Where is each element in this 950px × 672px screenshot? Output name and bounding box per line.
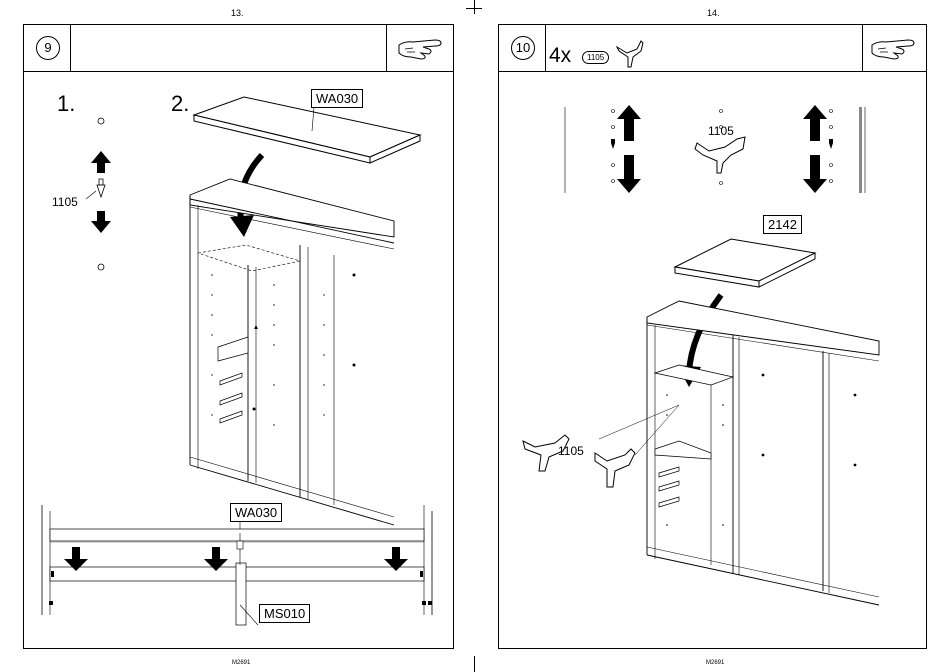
- shelf-support-icon: [615, 39, 645, 69]
- left-header: 9: [24, 25, 453, 72]
- shelf-detail-diagram: [24, 505, 444, 625]
- support-position-diagram: [499, 101, 919, 211]
- quantity-part-badge: 1105: [582, 51, 609, 64]
- step-number: 10: [511, 36, 535, 60]
- crop-mark-top: [474, 0, 475, 14]
- part-label-ms010: MS010: [259, 604, 310, 623]
- arrow-down-icon: [91, 211, 111, 233]
- fitting-label-bottom: 1105: [558, 444, 584, 458]
- wardrobe-panel-diagram: [639, 225, 919, 585]
- sub-step-1: 1.: [57, 91, 75, 117]
- fitting-insert-diagram: [74, 115, 154, 295]
- arrow-up-icon: [617, 105, 641, 141]
- hand-pointing-icon: [391, 25, 453, 71]
- step-number: 9: [36, 36, 60, 60]
- arrow-down-icon: [803, 155, 827, 193]
- fitting-label: 1105: [52, 195, 78, 209]
- part-label-wa030-detail: WA030: [230, 503, 282, 522]
- wardrobe-shelf-diagram: [184, 85, 444, 505]
- crop-mark-bottom: [474, 656, 475, 672]
- page-number-right: 14.: [707, 8, 720, 18]
- quantity: 4x: [549, 44, 571, 68]
- arrow-up-icon: [91, 151, 111, 173]
- page-number-left: 13.: [231, 8, 244, 18]
- left-page-frame: 9 1. 2. 1105 WA030: [23, 24, 454, 649]
- right-page-frame: 10 4x 1105 1105 2142: [498, 24, 927, 649]
- hand-pointing-icon: [864, 25, 926, 71]
- footer-left: M2691: [232, 660, 250, 666]
- crop-mark-top-h: [466, 8, 482, 9]
- arrow-down-icon: [617, 155, 641, 193]
- fitting-label-top: 1105: [708, 124, 734, 138]
- arrow-up-icon: [803, 105, 827, 141]
- footer-right: M2691: [706, 660, 724, 666]
- right-header: 10 4x 1105: [499, 25, 926, 72]
